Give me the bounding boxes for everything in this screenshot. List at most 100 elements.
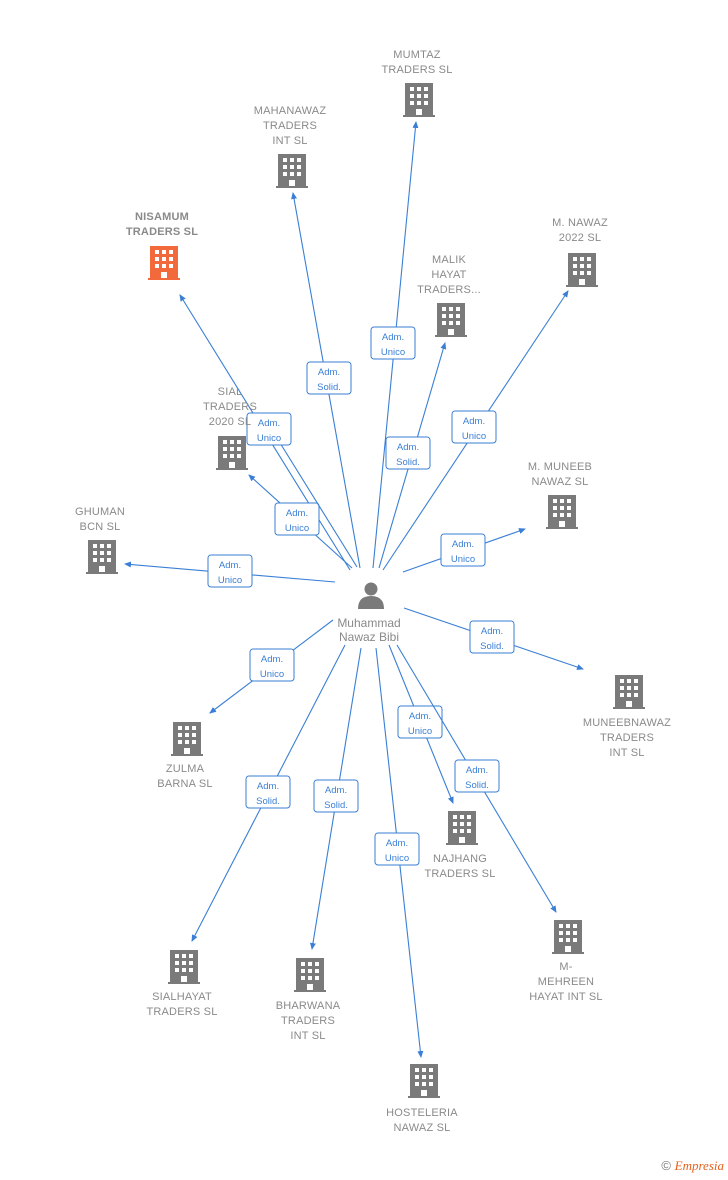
company-label-mahanawaz: TRADERS xyxy=(263,120,317,132)
role-badge-box xyxy=(306,361,352,395)
role-badge-box xyxy=(397,705,443,739)
company-label-muneebnawaz: INT SL xyxy=(609,747,644,759)
role-text-najhang: Adm. xyxy=(409,711,431,722)
role-text-zulma-barna: Adm. xyxy=(261,654,283,665)
role-text-bharwana: Adm. xyxy=(325,785,347,796)
role-badge-sial-traders-2020[interactable]: Adm.Unico xyxy=(274,502,320,536)
company-label-m-mehreen: MEHREEN xyxy=(538,976,594,988)
role-text-zulma-barna: Unico xyxy=(260,669,284,680)
company-node-muneebnawaz[interactable]: MUNEEBNAWAZ TRADERS INT SL xyxy=(583,675,671,759)
role-badge-box xyxy=(451,410,497,444)
role-text-mumtaz: Adm. xyxy=(382,332,404,343)
company-node-m-muneeb-nawaz[interactable]: M. MUNEEBNAWAZ SL xyxy=(528,461,592,529)
company-label-mumtaz: MUMTAZ xyxy=(393,49,441,61)
role-text-m-nawaz-2022: Unico xyxy=(462,431,486,442)
edges-layer: Adm.UnicoAdm.Solid.Adm.UnicoAdm.Solid.Ad… xyxy=(124,121,584,1058)
company-label-ghuman-bcn: GHUMAN xyxy=(75,506,125,518)
company-node-malik-hayat[interactable]: MALIKHAYATTRADERS... xyxy=(417,254,481,337)
role-badge-ghuman-bcn[interactable]: Adm. Unico xyxy=(207,554,253,588)
person-label: Muhammad xyxy=(337,616,400,630)
building-icon xyxy=(171,722,203,756)
role-text-ghuman-bcn: Unico xyxy=(218,575,242,586)
role-text-m-nawaz-2022: Adm. xyxy=(463,416,485,427)
role-text-hosteleria-nawaz: Unico xyxy=(385,853,409,864)
company-label-hosteleria-nawaz: NAWAZ SL xyxy=(393,1122,450,1134)
role-badge-box xyxy=(370,326,416,360)
company-label-najhang: TRADERS SL xyxy=(424,868,495,880)
role-text-sialhayat: Adm. xyxy=(257,781,279,792)
role-badge-box xyxy=(454,759,500,793)
role-text-m-mehreen: Solid. xyxy=(465,780,489,791)
role-text-muneebnawaz: Adm. xyxy=(481,626,503,637)
copyright-symbol: © xyxy=(661,1158,672,1173)
brand-name: Empresia xyxy=(674,1158,724,1173)
company-label-zulma-barna: BARNA SL xyxy=(157,778,212,790)
role-badge-bharwana[interactable]: Adm. Solid. xyxy=(313,779,359,813)
building-icon xyxy=(168,950,200,984)
role-badge-malik-hayat[interactable]: Adm.Solid. xyxy=(385,436,431,470)
role-text-mahanawaz: Solid. xyxy=(317,382,341,393)
role-badge-sial-traders-2020-b[interactable]: Adm. Unico xyxy=(246,412,292,446)
company-node-zulma-barna[interactable]: ZULMA BARNA SL xyxy=(157,722,213,790)
role-badge-m-mehreen[interactable]: Adm.Solid. xyxy=(454,759,500,793)
person-icon xyxy=(358,596,384,609)
role-badge-najhang[interactable]: Adm. Unico xyxy=(397,705,443,739)
role-text-mahanawaz: Adm. xyxy=(318,367,340,378)
company-label-mahanawaz: MAHANAWAZ xyxy=(254,105,327,117)
building-icon xyxy=(613,675,645,709)
company-label-m-nawaz-2022: M. NAWAZ xyxy=(552,217,608,229)
role-badge-sialhayat[interactable]: Adm. Solid. xyxy=(245,775,291,809)
role-badge-zulma-barna[interactable]: Adm. Unico xyxy=(249,648,295,682)
role-badge-hosteleria-nawaz[interactable]: Adm.Unico xyxy=(374,832,420,866)
role-badge-muneebnawaz[interactable]: Adm.Solid. xyxy=(469,620,515,654)
role-text-sial-traders-2020-b: Adm. xyxy=(258,418,280,429)
building-icon xyxy=(148,246,180,280)
company-label-malik-hayat: MALIK xyxy=(432,254,466,266)
role-text-malik-hayat: Adm. xyxy=(397,442,419,453)
company-label-muneebnawaz: MUNEEBNAWAZ xyxy=(583,717,671,729)
role-badge-mahanawaz[interactable]: Adm. Solid. xyxy=(306,361,352,395)
nodes-layer: MUMTAZ TRADERS SL MAHANAWAZ TRADERS INT SL NI… xyxy=(75,49,671,1134)
company-label-bharwana: INT SL xyxy=(290,1030,325,1042)
company-label-nisamum: TRADERS SL xyxy=(126,226,198,238)
role-text-najhang: Unico xyxy=(408,726,432,737)
company-node-mumtaz[interactable]: MUMTAZ TRADERS SL xyxy=(381,49,452,117)
company-label-mumtaz: TRADERS SL xyxy=(381,64,452,76)
role-text-ghuman-bcn: Adm. xyxy=(219,560,241,571)
role-badge-m-muneeb-nawaz[interactable]: Adm.Unico xyxy=(440,533,486,567)
company-label-muneebnawaz: TRADERS xyxy=(600,732,654,744)
role-text-sialhayat: Solid. xyxy=(256,796,280,807)
role-text-sial-traders-2020-b: Unico xyxy=(257,433,281,444)
role-text-m-muneeb-nawaz: Adm. xyxy=(452,539,474,550)
building-icon xyxy=(566,253,598,287)
building-icon xyxy=(294,958,326,992)
company-label-m-muneeb-nawaz: NAWAZ SL xyxy=(531,476,588,488)
building-icon xyxy=(276,154,308,188)
company-label-sial-traders-2020: SIAL xyxy=(218,386,243,398)
role-badge-box xyxy=(374,832,420,866)
building-icon xyxy=(435,303,467,337)
footer-brand: © Empresia xyxy=(661,1158,724,1174)
company-node-ghuman-bcn[interactable]: GHUMAN BCN SL xyxy=(75,506,125,574)
company-label-zulma-barna: ZULMA xyxy=(166,763,205,775)
person-label: Nawaz Bibi xyxy=(339,630,399,644)
company-label-sial-traders-2020: TRADERS xyxy=(203,401,257,413)
edge-sial-traders-2020-b xyxy=(271,429,358,568)
building-icon xyxy=(86,540,118,574)
role-badge-mumtaz[interactable]: Adm.Unico xyxy=(370,326,416,360)
role-badge-box xyxy=(207,554,253,588)
company-label-ghuman-bcn: BCN SL xyxy=(80,521,121,533)
role-text-bharwana: Solid. xyxy=(324,800,348,811)
role-badge-m-nawaz-2022[interactable]: Adm. Unico xyxy=(451,410,497,444)
role-badge-box xyxy=(469,620,515,654)
